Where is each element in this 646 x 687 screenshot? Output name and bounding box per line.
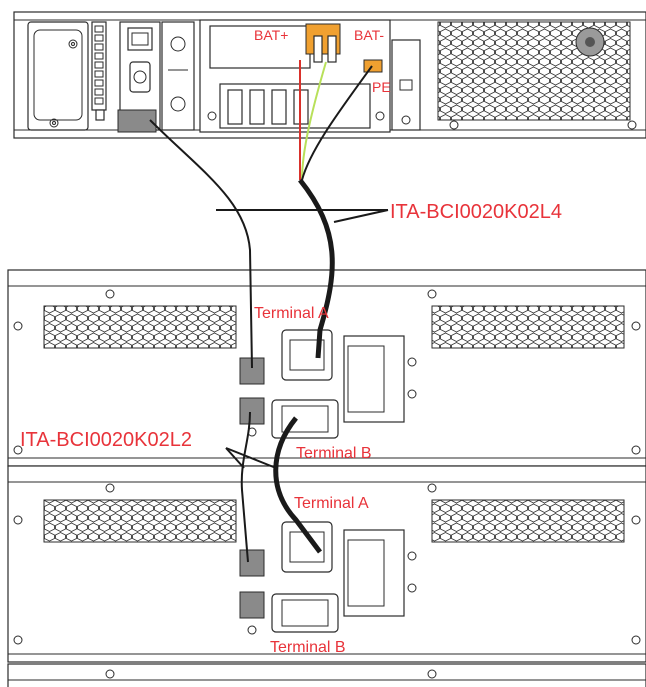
indicator-segment bbox=[94, 61, 104, 69]
module1-vent-left bbox=[43, 305, 237, 349]
battery-module-3-partial bbox=[7, 663, 646, 687]
indicator-segment bbox=[94, 97, 104, 105]
module1-comm-port-b bbox=[239, 397, 265, 425]
ups-to-module-power-cable bbox=[298, 60, 373, 359]
module1-terminal-a-label: Terminal A bbox=[254, 305, 329, 322]
fan-icon bbox=[575, 27, 605, 57]
terminal-slot bbox=[271, 89, 287, 125]
module2-vent-right bbox=[431, 499, 625, 543]
wire-green bbox=[301, 61, 327, 181]
indicator-segment bbox=[94, 79, 104, 87]
ups-comm-port bbox=[117, 109, 157, 133]
indicator-segment bbox=[94, 52, 104, 60]
indicator-segment bbox=[94, 88, 104, 96]
module2-terminal-b-connector bbox=[271, 593, 339, 633]
indicator-segment bbox=[94, 43, 104, 51]
pe-label: PE bbox=[372, 79, 391, 95]
comm-cable-label: ITA-BCI0020K02L2 bbox=[20, 429, 192, 451]
ups-to-module-comm-cable bbox=[149, 119, 253, 369]
terminal-slot bbox=[249, 89, 265, 125]
indicator-segment bbox=[94, 25, 104, 33]
ups-right-module bbox=[391, 39, 421, 131]
power-cable-label: ITA-BCI0020K02L4 bbox=[390, 201, 562, 223]
module-to-module-power-cable bbox=[273, 416, 322, 554]
ups-breaker bbox=[161, 21, 195, 131]
module1-terminal-a-connector bbox=[281, 329, 333, 381]
module2-switch bbox=[343, 529, 417, 617]
ups-terminal-block bbox=[199, 19, 391, 133]
bat-minus-label: BAT- bbox=[354, 27, 384, 43]
indicator-segment bbox=[94, 34, 104, 42]
bat-minus-terminal bbox=[363, 59, 383, 73]
module1-vent-right bbox=[431, 305, 625, 349]
bat-plus-label: BAT+ bbox=[254, 27, 288, 43]
battery-module-2 bbox=[7, 465, 646, 663]
module2-vent-left bbox=[43, 499, 237, 543]
terminal-slot bbox=[227, 89, 243, 125]
module2-terminal-a-label: Terminal A bbox=[294, 495, 369, 512]
module2-comm-port-b bbox=[239, 591, 265, 619]
module1-terminal-b-connector bbox=[271, 399, 339, 439]
wire-black bbox=[301, 65, 373, 181]
ups-indicator-bar bbox=[91, 21, 107, 121]
indicator-segment bbox=[94, 70, 104, 78]
module1-switch bbox=[343, 335, 417, 423]
leader-lines bbox=[216, 209, 389, 469]
module2-terminal-a-connector bbox=[281, 521, 333, 573]
ups-comm-area bbox=[117, 21, 161, 133]
module1-terminal-b-label: Terminal B bbox=[296, 445, 372, 462]
ups-left-panel bbox=[27, 21, 89, 131]
ups-unit bbox=[13, 11, 646, 139]
module2-terminal-b-label: Terminal B bbox=[270, 639, 346, 656]
module2-comm-port-a bbox=[239, 549, 265, 577]
